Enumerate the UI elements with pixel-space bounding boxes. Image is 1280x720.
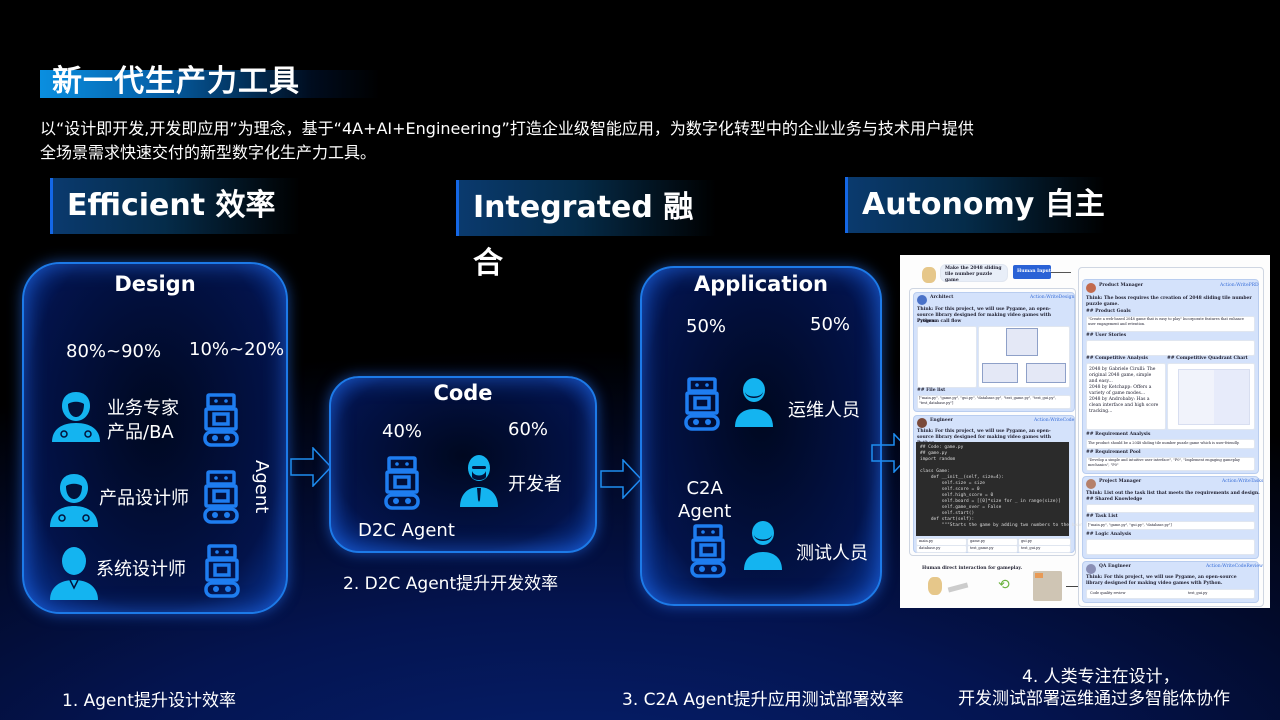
app-human-pct: 50% [810, 314, 851, 335]
role-system-designer: 系统设计师 [96, 559, 186, 580]
system-designer-icon [48, 546, 100, 600]
product-manager-avatar-icon [1086, 283, 1096, 293]
design-card-title: Design [114, 272, 196, 296]
c2a-agent-label: C2A Agent [678, 478, 732, 522]
application-card-title: Application [694, 272, 828, 296]
section-integrated: Integrated 融合 [456, 180, 716, 281]
robot-c2a-agent-icon [689, 524, 727, 578]
code-human-pct: 60% [508, 419, 549, 440]
intro-text: 以“设计即开发,开发即应用”为理念，基于“4A+AI+Engineering”打… [40, 117, 1240, 165]
intro-line-1: 以“设计即开发,开发即应用”为理念，基于“4A+AI+Engineering”打… [40, 119, 974, 138]
human-avatar-icon [922, 267, 936, 283]
intro-line-2: 全场景需求快速交付的新型数字化生产力工具。 [40, 143, 377, 162]
human-request-text: Make the 2048 sliding tile number puzzle… [945, 266, 1002, 283]
keyboard-icon [947, 582, 969, 593]
tester-label: 测试人员 [796, 543, 868, 564]
product-designer-icon [48, 472, 100, 527]
code-caption: 2. D2C Agent提升开发效率 [343, 574, 559, 594]
code-lines: ## Code: game.py ## game.py import rando… [920, 445, 1094, 528]
robot-agent-icon [202, 393, 240, 447]
robot-agent-icon [202, 470, 240, 524]
human-avatar-icon [928, 577, 942, 595]
application-card [640, 266, 882, 606]
code-card-title: Code [433, 381, 493, 405]
role-business-expert: 业务专家 产品/BA [107, 398, 179, 443]
section-efficient: Efficient 效率 [50, 178, 300, 234]
code-block [916, 442, 1069, 536]
arrow-right-icon [600, 459, 642, 499]
role-product-designer: 产品设计师 [99, 488, 189, 509]
design-agent-pct: 10%~20% [189, 339, 285, 360]
exchange-icon: ⟲ [998, 577, 1010, 593]
autonomy-caption-line-2: 开发测试部署运维通过多智能体协作 [958, 689, 1230, 709]
architect-avatar-icon [917, 295, 927, 305]
engineer-avatar-icon [917, 418, 927, 428]
robot-d2c-agent-icon [383, 456, 421, 510]
section-autonomy: Autonomy 自主 [845, 177, 1105, 233]
d2c-agent-label: D2C Agent [358, 520, 455, 541]
qa-engineer-avatar-icon [1086, 564, 1096, 574]
app-caption: 3. C2A Agent提升应用测试部署效率 [622, 690, 904, 710]
page-title: 新一代生产力工具 [52, 64, 300, 99]
business-expert-icon [50, 390, 102, 442]
autonomy-caption-line-1: 4. 人类专注在设计， [1022, 667, 1180, 687]
ops-label: 运维人员 [788, 400, 860, 421]
title-underline [40, 70, 380, 98]
design-caption: 1. Agent提升设计效率 [62, 691, 236, 711]
design-human-pct: 80%~90% [66, 341, 162, 362]
developer-icon [459, 453, 499, 507]
developer-label: 开发者 [508, 474, 562, 495]
project-manager-avatar-icon [1086, 479, 1096, 489]
human-interaction-text: Human direct interaction for gameplay. [922, 566, 1023, 571]
agent-vertical-label: Agent [251, 460, 272, 514]
human-input-button [1013, 265, 1051, 279]
robot-c2a-agent-icon [683, 377, 721, 431]
tester-person-icon [741, 520, 785, 570]
arrow-right-icon [290, 447, 332, 487]
app-agent-pct: 50% [686, 316, 727, 337]
multi-agent-screenshot: Make the 2048 sliding tile number puzzle… [900, 255, 1270, 608]
code-agent-pct: 40% [382, 421, 423, 442]
code-card [329, 376, 597, 553]
robot-agent-icon [203, 544, 241, 598]
ops-person-icon [733, 377, 775, 427]
